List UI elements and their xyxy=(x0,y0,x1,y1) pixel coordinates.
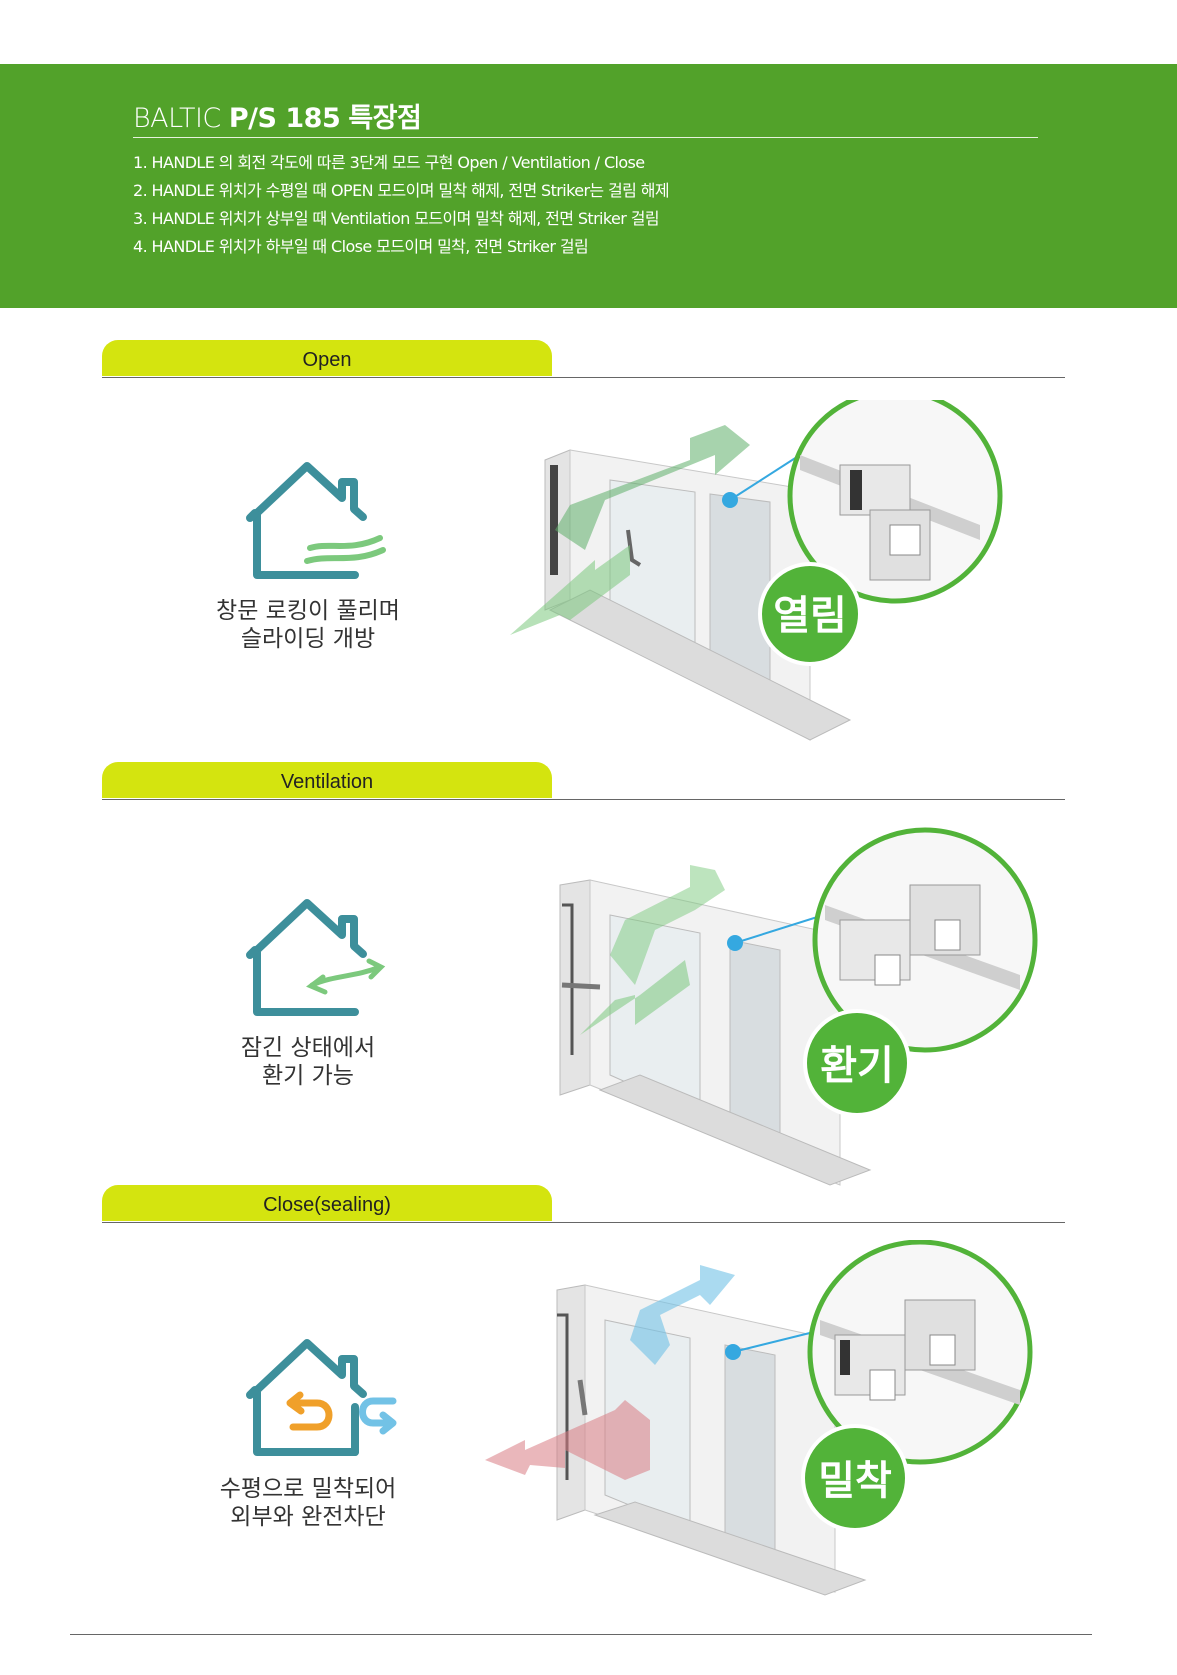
badge-ventilation: 환기 xyxy=(820,1043,894,1089)
section-tab-close: Close(sealing) xyxy=(102,1185,552,1221)
caption-line: 슬라이딩 개방 xyxy=(240,626,376,652)
window-illustration-open: 열림 xyxy=(510,400,1003,741)
section-tab-ventilation: Ventilation xyxy=(102,762,552,798)
caption-open: 창문 로킹이 풀리며 슬라이딩 개방 xyxy=(178,597,438,653)
section-divider xyxy=(102,1222,1065,1223)
feature-item: 3. HANDLE 위치가 상부일 때 Ventilation 모드이며 밀착 … xyxy=(133,209,660,228)
caption-line: 환기 가능 xyxy=(262,1063,354,1089)
footer-divider xyxy=(70,1634,1092,1635)
caption-line: 외부와 완전차단 xyxy=(230,1504,386,1530)
section-divider xyxy=(102,377,1065,378)
title-brand: BALTIC xyxy=(133,103,221,134)
caption-ventilation: 잠긴 상태에서 환기 가능 xyxy=(178,1034,438,1090)
feature-item: 4. HANDLE 위치가 하부일 때 Close 모드이며 밀착, 전면 St… xyxy=(133,237,589,256)
page-title: BALTIC P/S 185 특장점 xyxy=(133,96,422,135)
section-divider xyxy=(102,799,1065,800)
window-illustration-close: 밀착 xyxy=(485,1240,1033,1596)
feature-item: 1. HANDLE 의 회전 각도에 따른 3단계 모드 구현 Open / V… xyxy=(133,153,645,172)
section-tab-open: Open xyxy=(102,340,552,376)
feature-item: 2. HANDLE 위치가 수평일 때 OPEN 모드이며 밀착 해제, 전면 … xyxy=(133,181,670,200)
window-illustration-ventilation: 환기 xyxy=(559,827,1038,1186)
feature-list: 1. HANDLE 의 회전 각도에 따른 3단계 모드 구현 Open / V… xyxy=(133,152,670,264)
title-model: P/S 185 xyxy=(228,103,341,134)
house-sealed-icon xyxy=(246,1339,397,1456)
title-divider xyxy=(133,137,1038,138)
header-banner xyxy=(0,64,1177,308)
caption-line: 수평으로 밀착되어 xyxy=(219,1476,397,1502)
caption-line: 잠긴 상태에서 xyxy=(240,1035,376,1061)
house-ventilation-icon xyxy=(246,899,386,1016)
badge-close: 밀착 xyxy=(818,1458,892,1504)
title-suffix: 특장점 xyxy=(348,103,422,134)
caption-close: 수평으로 밀착되어 외부와 완전차단 xyxy=(178,1475,438,1531)
badge-open: 열림 xyxy=(773,593,847,639)
house-airflow-icon xyxy=(246,462,386,579)
caption-line: 창문 로킹이 풀리며 xyxy=(216,598,400,624)
